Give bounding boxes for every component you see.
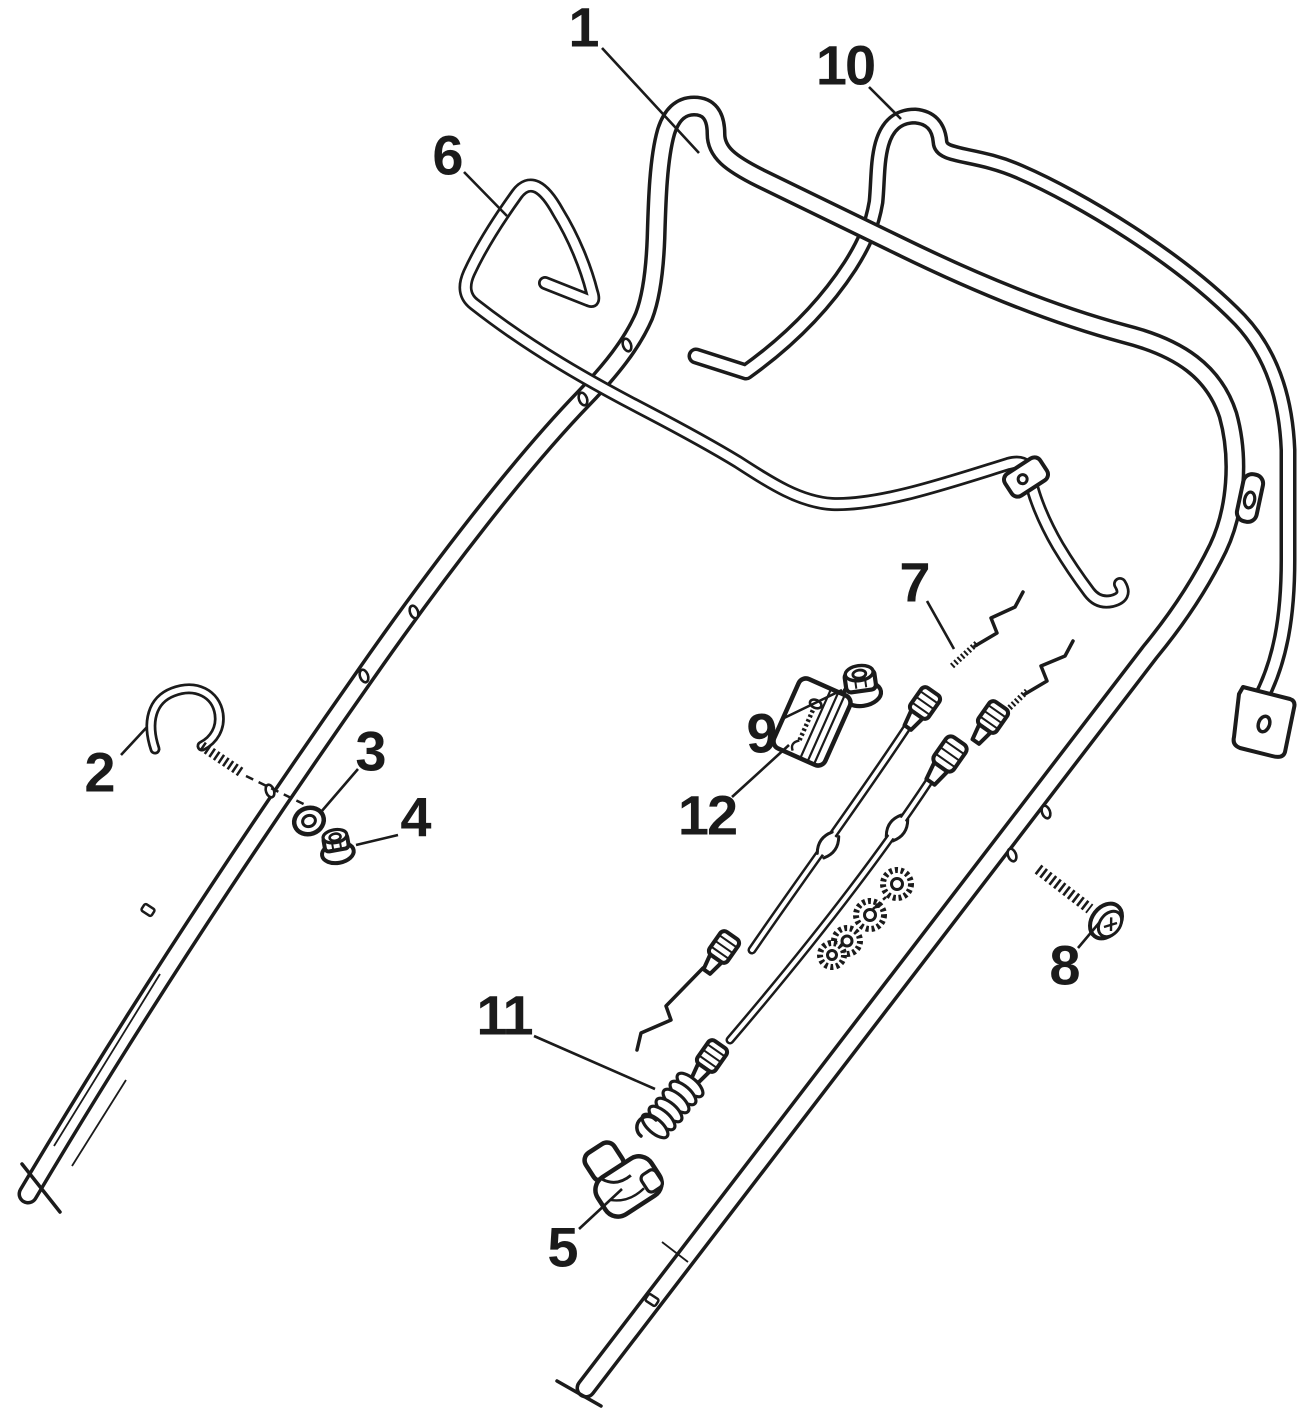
part-label-8: 8 (1049, 933, 1080, 997)
part-label-4: 4 (400, 785, 431, 849)
cable-clip (582, 1140, 664, 1219)
leader-line-2 (120, 726, 148, 756)
screw (1034, 864, 1124, 941)
leader-line-1 (601, 47, 700, 154)
part-label-1: 1 (568, 0, 599, 59)
control-cables (635, 590, 1075, 1140)
cable-adjuster (970, 699, 1011, 746)
left-tube-end-cap (20, 1162, 62, 1214)
cable-clamp-plate (771, 676, 853, 768)
leader-line-5 (578, 1188, 623, 1230)
part-label-12: 12 (677, 783, 738, 847)
fasteners (145, 663, 1124, 1219)
part-label-10: 10 (815, 33, 876, 97)
leader-line-12 (731, 744, 790, 798)
break-symbol (884, 813, 910, 843)
leader-line-11 (533, 1034, 656, 1091)
leader-line-10 (868, 86, 902, 120)
cable-guide-loop (458, 178, 1130, 609)
cable-z-end (635, 966, 705, 1052)
tube-notch (140, 902, 156, 918)
tension-spring (635, 1071, 705, 1140)
cable-z-end (973, 590, 1025, 648)
guide-bracket (1001, 455, 1051, 499)
tube-notch (644, 1292, 660, 1308)
threaded-shank (1034, 864, 1094, 914)
part-label-9: 9 (746, 701, 777, 765)
part-label-11: 11 (476, 983, 533, 1047)
leader-line-7 (925, 600, 956, 650)
leader-lines (120, 47, 1100, 1230)
leader-line-8 (1077, 922, 1100, 949)
spring-hook (635, 1114, 658, 1138)
hook-bolt (145, 683, 317, 812)
cable-adjuster (902, 685, 943, 732)
bail-bar (687, 107, 1297, 759)
flange-nut (320, 827, 356, 866)
part-label-5: 5 (547, 1215, 578, 1279)
star-washers (817, 867, 914, 970)
break-symbol (815, 830, 841, 860)
cable-z-end (1023, 639, 1075, 696)
pivot-hole (1256, 714, 1272, 734)
cable-adjuster (924, 734, 969, 787)
part-label-2: 2 (84, 740, 115, 804)
leader-line-9 (781, 688, 843, 721)
part-label-3: 3 (355, 719, 386, 783)
threaded-rod (949, 640, 980, 669)
leader-line-6 (463, 171, 508, 217)
washer (291, 805, 327, 837)
handle-tab (1234, 472, 1266, 524)
part-label-6: 6 (432, 123, 463, 187)
cable-adjuster (701, 929, 742, 976)
threaded-shank (199, 741, 245, 778)
part-label-7: 7 (899, 550, 930, 614)
right-tube-end-cap (555, 1379, 603, 1408)
leader-line-4 (355, 833, 399, 847)
leader-line-3 (320, 768, 359, 813)
upper-handle (17, 95, 1266, 1408)
